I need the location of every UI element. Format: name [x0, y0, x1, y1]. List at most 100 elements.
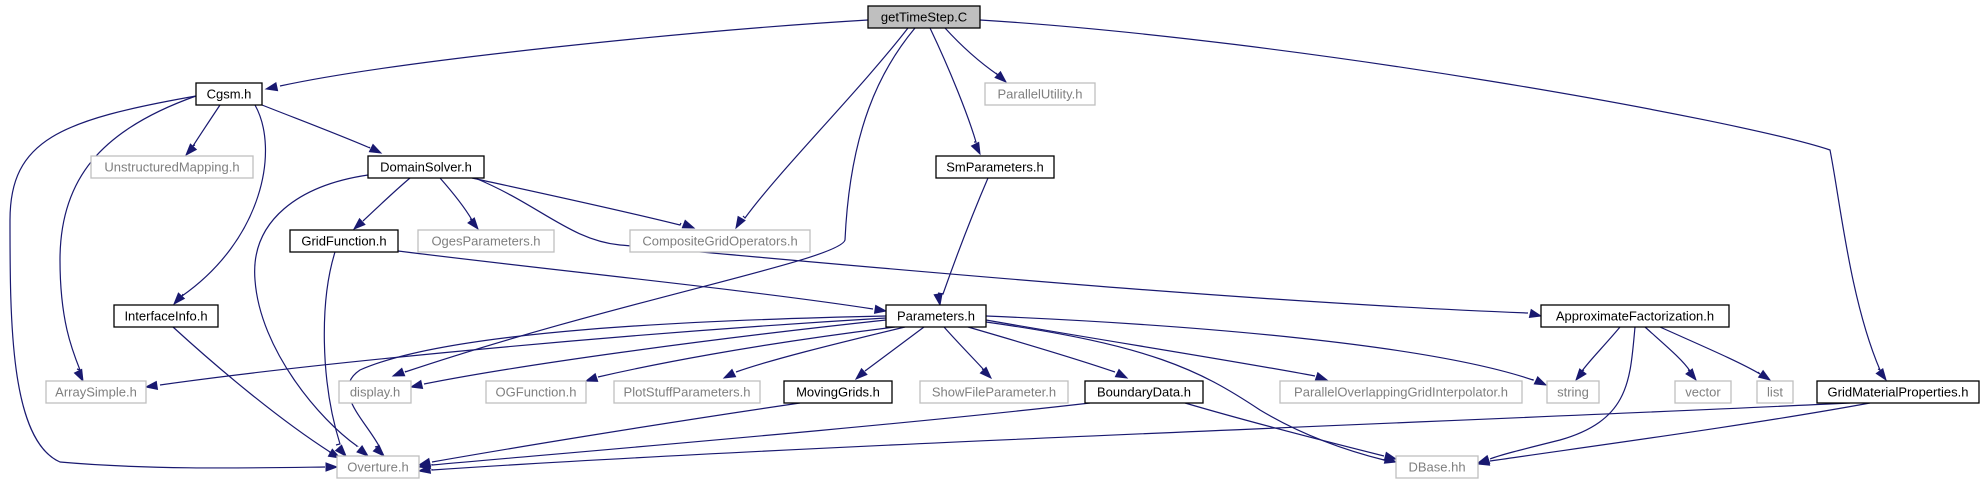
node-display: display.h [338, 380, 412, 404]
node-string: string [1546, 380, 1600, 404]
edge-arrowhead [1575, 368, 1587, 382]
edge-line [1489, 326, 1636, 460]
node-box [783, 380, 893, 404]
edge-line [985, 315, 1534, 381]
edge-arrowhead [1757, 369, 1772, 381]
node-box [984, 82, 1096, 106]
node-GridFunction[interactable]: GridFunction.h [289, 229, 399, 253]
node-label: OGFunction.h [496, 385, 577, 400]
node-box [629, 229, 811, 253]
node-label: PlotStuffParameters.h [624, 385, 751, 400]
node-label: ParallelUtility.h [997, 87, 1082, 102]
node-box [919, 380, 1069, 404]
edge-line [404, 27, 916, 373]
edge-line [397, 250, 874, 310]
edge-line [439, 177, 474, 222]
edge-line [59, 95, 197, 371]
node-box [1395, 455, 1479, 479]
node-ParallelOverlappingGridInterpolator: ParallelOverlappingGridInterpolator.h [1279, 380, 1523, 404]
edge-line [1659, 326, 1761, 375]
node-box [1674, 380, 1732, 404]
node-Overture: Overture.h [336, 455, 420, 479]
node-BoundaryData[interactable]: BoundaryData.h [1084, 380, 1204, 404]
edge-arrowhead [1114, 368, 1129, 379]
node-ParallelUtility: ParallelUtility.h [984, 82, 1096, 106]
node-box [867, 5, 981, 29]
edge-Parameters-to-string [985, 315, 1548, 386]
node-SmParameters[interactable]: SmParameters.h [935, 155, 1055, 179]
node-box [113, 304, 219, 328]
node-GridMaterialProperties[interactable]: GridMaterialProperties.h [1816, 380, 1980, 404]
node-label: InterfaceInfo.h [124, 309, 207, 324]
node-label: MovingGrids.h [796, 385, 880, 400]
edge-arrowhead [933, 292, 943, 307]
edge-arrowhead [1685, 368, 1697, 382]
edge-Parameters-to-Overture [347, 315, 887, 458]
node-box [1756, 380, 1794, 404]
edge-line [864, 326, 925, 372]
edge-getTimeStep-to-GridMaterialProperties [979, 19, 1887, 382]
node-label: CompositeGridOperators.h [642, 234, 797, 249]
edge-line [181, 104, 266, 297]
edge-arrowhead [325, 462, 339, 472]
edge-Parameters-to-display [409, 319, 887, 389]
edge-arrowhead [1383, 451, 1398, 461]
node-label: ShowFileParameter.h [932, 385, 1056, 400]
edge-line [191, 104, 221, 148]
node-Parameters[interactable]: Parameters.h [885, 304, 987, 328]
node-box [1540, 304, 1730, 328]
node-MovingGrids[interactable]: MovingGrids.h [783, 380, 893, 404]
node-ApproximateFactorization[interactable]: ApproximateFactorization.h [1540, 304, 1730, 328]
edge-line [944, 27, 999, 76]
node-DomainSolver[interactable]: DomainSolver.h [367, 155, 485, 179]
edge-GridMaterialProperties-to-DBase [1476, 402, 1871, 466]
edge-getTimeStep-to-display [391, 27, 916, 377]
node-label: SmParameters.h [946, 160, 1044, 175]
edge-BoundaryData-to-Overture [417, 402, 1091, 469]
edge-arrowhead [356, 445, 370, 457]
edge-line [431, 402, 801, 463]
edge-line [471, 177, 682, 226]
edge-getTimeStep-to-Cgsm [264, 19, 869, 92]
edge-arrowhead [185, 143, 198, 157]
node-label: getTimeStep.C [881, 10, 967, 25]
edge-DomainSolver-to-GridFunction [352, 177, 411, 230]
edge-line [929, 27, 977, 143]
edge-line [937, 177, 989, 295]
edge-getTimeStep-to-CompositeGridOperators [735, 27, 909, 230]
edge-arrowhead [1314, 371, 1329, 381]
edge-line [967, 326, 1116, 373]
node-OGFunction: OGFunction.h [485, 380, 587, 404]
edge-arrowhead [970, 141, 981, 156]
node-box [1546, 380, 1600, 404]
node-label: Parameters.h [897, 309, 975, 324]
edge-line [597, 326, 896, 378]
edge-arrowhead [368, 143, 383, 154]
edge-ApproximateFactorization-to-list [1659, 326, 1772, 381]
edge-line [347, 315, 887, 448]
edge-arrowhead [334, 444, 347, 458]
node-getTimeStep[interactable]: getTimeStep.C [867, 5, 981, 29]
node-vector: vector [1674, 380, 1732, 404]
edge-line [735, 326, 906, 373]
edge-Parameters-to-OGFunction [584, 326, 896, 382]
edge-arrowhead [144, 380, 159, 391]
node-InterfaceInfo[interactable]: InterfaceInfo.h [113, 304, 219, 328]
node-label: DBase.hh [1408, 460, 1465, 475]
node-label: string [1557, 385, 1589, 400]
node-OgesParameters: OgesParameters.h [417, 229, 555, 253]
edge-GridMaterialProperties-to-Overture [417, 402, 1851, 474]
edge-ApproximateFactorization-to-vector [1644, 326, 1697, 382]
node-Cgsm[interactable]: Cgsm.h [195, 82, 263, 106]
edge-arrowhead [735, 215, 746, 230]
edge-Parameters-to-PlotStuffParameters [722, 326, 906, 379]
edge-SmParameters-to-Parameters [933, 177, 989, 307]
node-label: ApproximateFactorization.h [1556, 309, 1714, 324]
edge-arrowhead [584, 372, 599, 382]
node-label: DomainSolver.h [380, 160, 472, 175]
node-label: ArraySimple.h [55, 385, 137, 400]
node-box [1279, 380, 1523, 404]
node-label: Overture.h [347, 460, 408, 475]
edge-GridFunction-to-Overture [323, 251, 347, 458]
